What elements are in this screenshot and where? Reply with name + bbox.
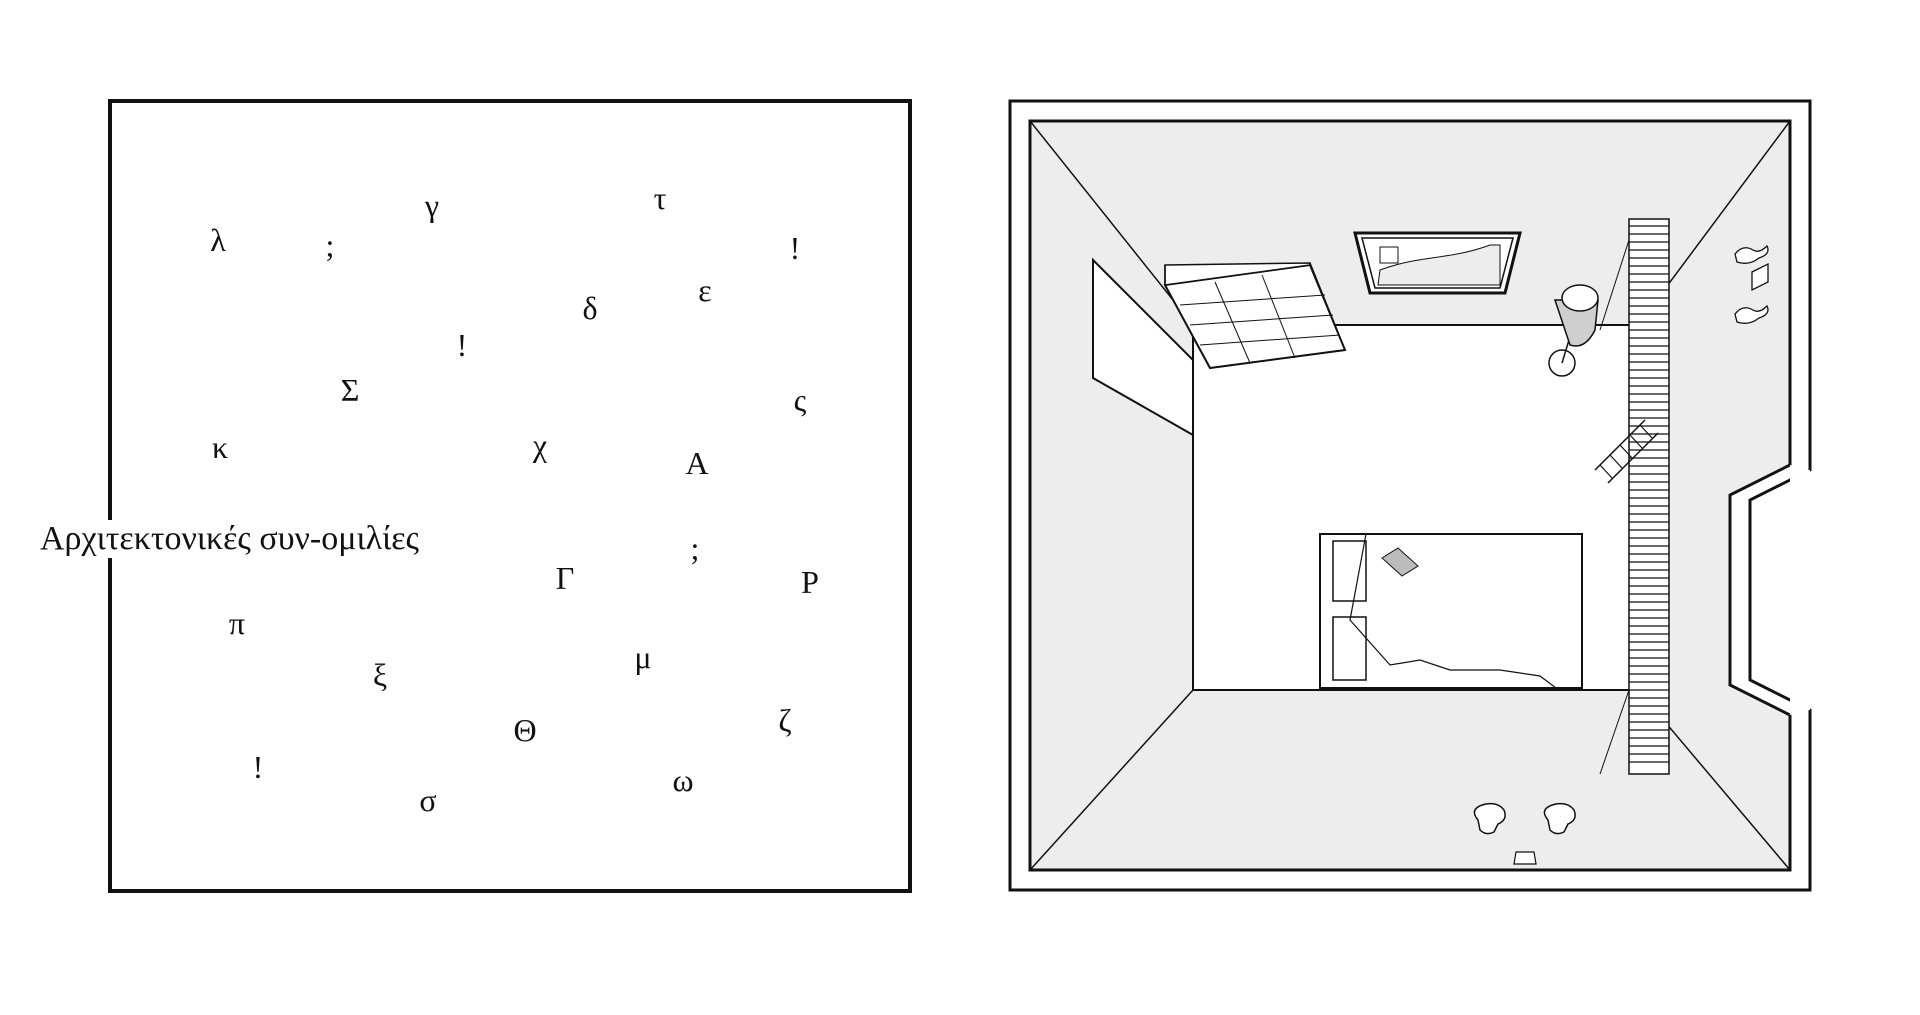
ladder (1594, 419, 1659, 484)
scattered-glyph: π (228, 605, 246, 641)
scattered-glyph: μ (634, 639, 652, 675)
scattered-glyph: σ (419, 782, 437, 818)
bed (1319, 533, 1583, 689)
scattered-glyph: ! (252, 749, 264, 785)
shoes (1473, 802, 1576, 865)
scattered-glyph: χ (532, 427, 548, 463)
scattered-glyph: ς (793, 382, 807, 418)
lamp (1548, 284, 1599, 377)
scattered-glyph: Σ (340, 372, 360, 408)
scattered-glyph: ; (325, 227, 335, 263)
skylight (1353, 231, 1522, 295)
scattered-glyph: Ρ (801, 564, 819, 600)
scattered-glyph: Γ (555, 560, 575, 596)
window (1092, 257, 1194, 437)
scattered-glyph: ! (789, 230, 801, 266)
scattered-glyph: ε (698, 272, 712, 308)
room-plan (1008, 99, 1812, 892)
scattered-glyph: κ (211, 429, 229, 465)
scattered-glyph: λ (210, 222, 226, 258)
scattered-glyph: ξ (372, 657, 388, 693)
plant (1734, 244, 1769, 324)
radiator (1163, 262, 1347, 370)
scattered-glyph: ; (690, 530, 700, 566)
scattered-glyph: Α (685, 445, 709, 481)
scattered-glyph: ! (456, 327, 468, 363)
scattered-glyph: δ (582, 290, 598, 326)
panel-caption: Αρχιτεκτονικές συν-ομιλίες (38, 520, 421, 558)
scattered-glyph: γ (424, 187, 440, 223)
column (1599, 218, 1670, 775)
scattered-glyph: Θ (513, 712, 537, 748)
scattered-glyph: τ (653, 180, 667, 216)
scattered-glyph: ω (672, 762, 694, 798)
left-panel-frame (108, 99, 912, 893)
scattered-glyph: ζ (778, 702, 792, 738)
